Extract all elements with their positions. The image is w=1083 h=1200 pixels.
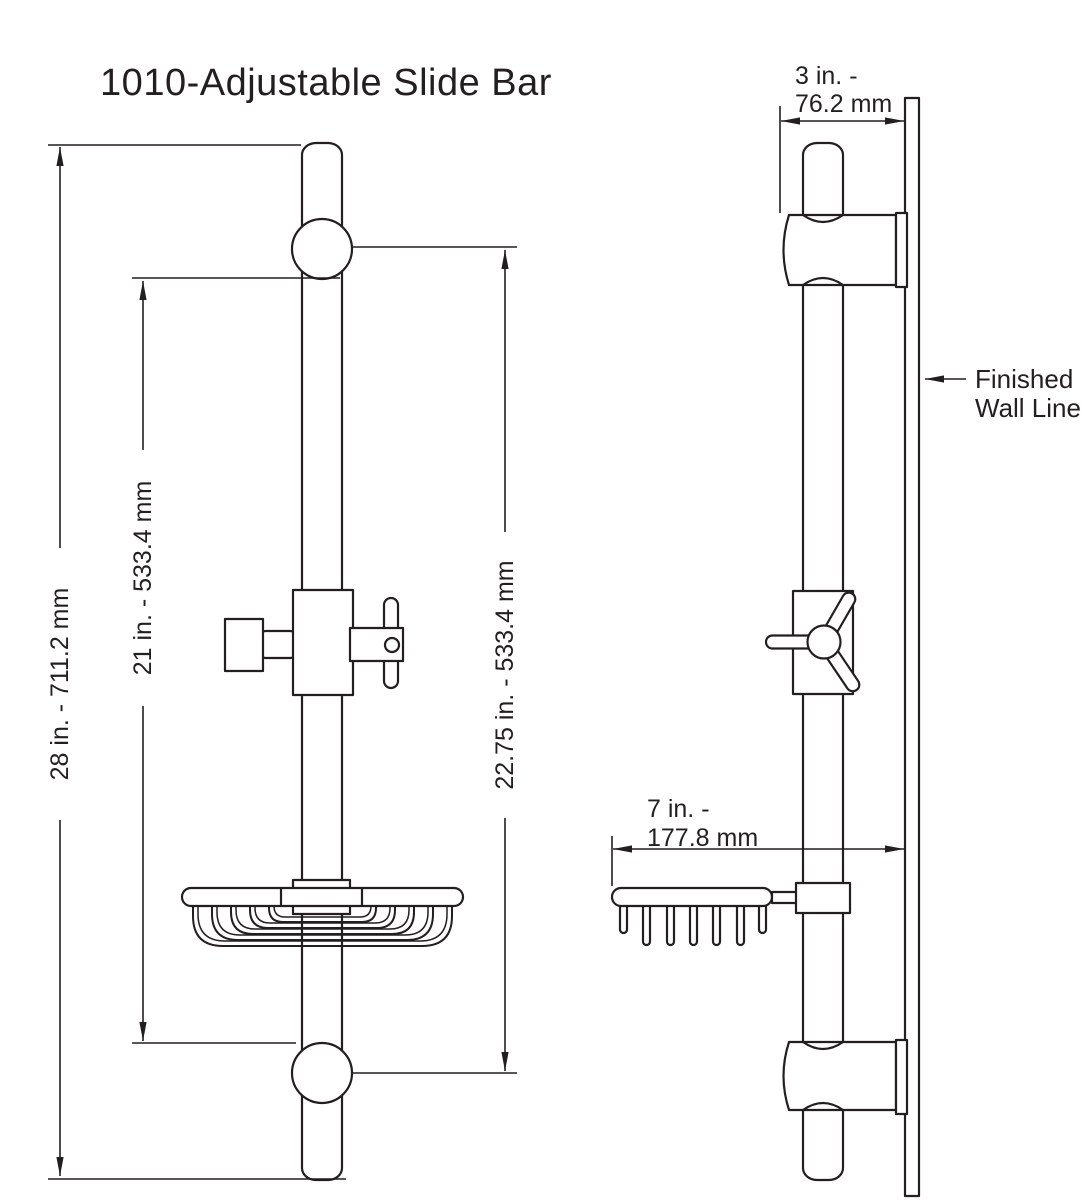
wall: [903, 96, 921, 1198]
dim-3in-label-line2: 76.2 mm: [795, 90, 892, 118]
soap-basket-side: [610, 881, 852, 947]
dim-28in-label: 28 in. - 711.2 mm: [46, 588, 74, 781]
dim-22-75in-label: 22.75 in. - 533.4 mm: [491, 560, 519, 789]
dim-21in: 21 in. - 533.4 mm: [129, 281, 157, 1041]
wall-note-line2: Wall Line: [975, 393, 1081, 423]
dim-7in-label-line1: 7 in. -: [647, 795, 710, 823]
dim-7in-label-line2: 177.8 mm: [647, 824, 758, 852]
basket-rim: [180, 886, 465, 908]
dim-28in: 28 in. - 711.2 mm: [46, 147, 74, 1176]
dim-22-75in: 22.75 in. - 533.4 mm: [491, 250, 519, 1071]
top-mount-side: [782, 211, 909, 289]
wall-note-line1: Finished: [975, 364, 1073, 394]
holder-knob: [223, 617, 265, 673]
slider-assembly-front: [223, 588, 405, 697]
wall-note: Finished Wall Line: [925, 364, 1081, 423]
basket-bar-side: [610, 886, 774, 908]
front-view: [180, 141, 465, 1182]
top-mount-front: [290, 217, 354, 281]
bottom-mount-front: [290, 1041, 354, 1105]
dim-3in: 3 in. - 76.2 mm: [781, 62, 904, 125]
dimensions: 28 in. - 711.2 mm 21 in. - 533.4 mm 22.7…: [46, 62, 1081, 1180]
page-title: 1010-Adjustable Slide Bar: [100, 62, 552, 104]
dim-7in: 7 in. - 177.8 mm: [613, 795, 904, 853]
handle-screw: [383, 636, 401, 654]
slider-assembly-side: [764, 589, 861, 696]
cross-handle-hub: [806, 624, 842, 660]
basket-connector: [770, 890, 800, 905]
dim-3in-label-line1: 3 in. -: [795, 62, 858, 90]
basket-mount-side: [794, 881, 852, 915]
slider-body-front: [291, 588, 355, 697]
bottom-mount-side: [782, 1038, 909, 1116]
dim-21in-label: 21 in. - 533.4 mm: [129, 481, 157, 676]
side-view: [610, 96, 921, 1198]
soap-basket-front: [180, 878, 465, 947]
